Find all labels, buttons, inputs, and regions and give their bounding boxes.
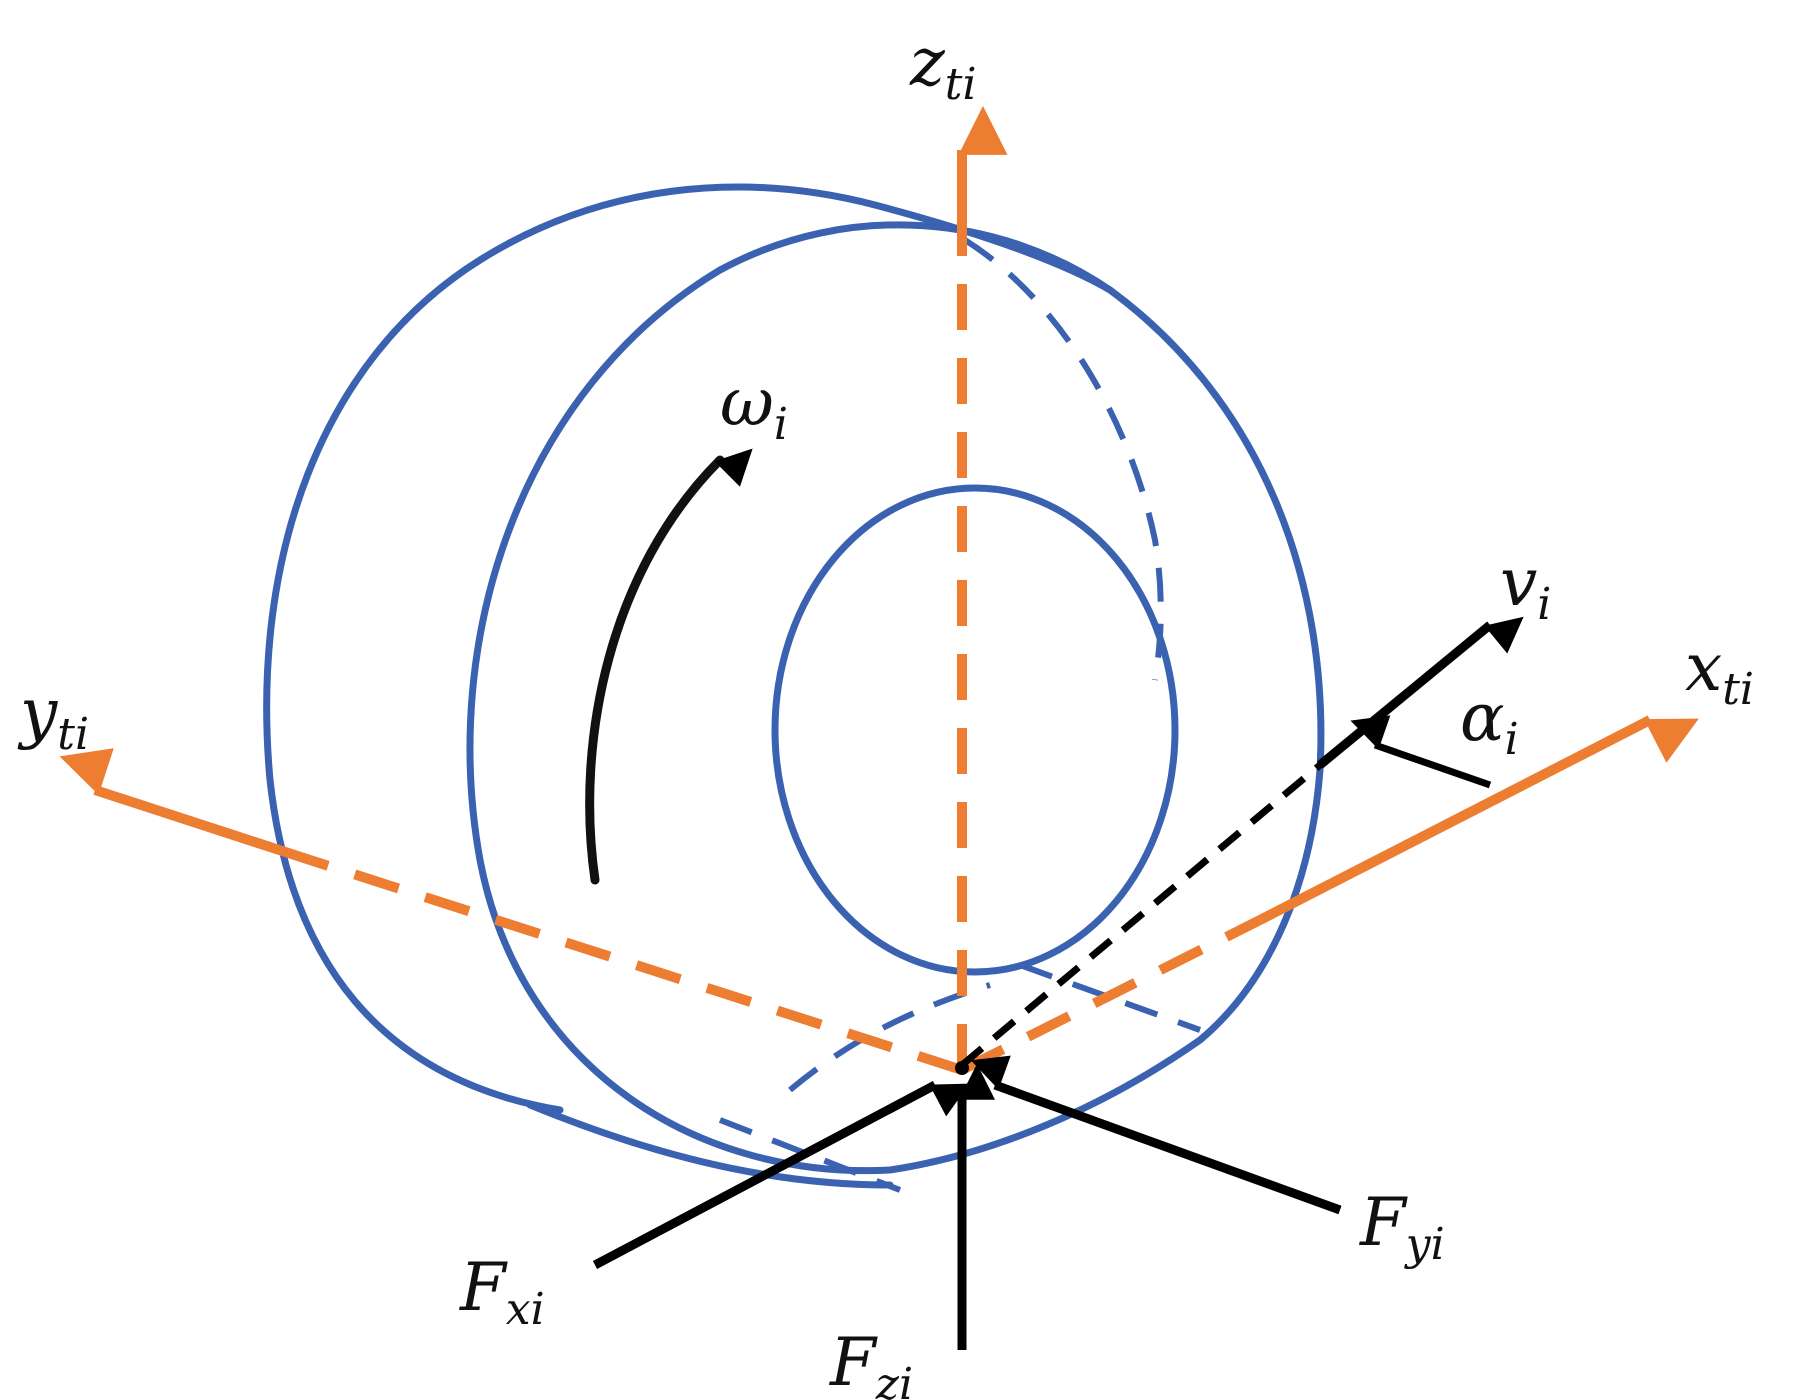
wheel-back-rim — [263, 183, 879, 1114]
z-axis-label: zti — [909, 24, 977, 110]
wheel-front-rim — [466, 221, 1325, 1175]
omega-label: ωi — [720, 364, 788, 450]
wheel-contact-patch-left — [718, 1117, 902, 1193]
y-axis — [59, 748, 312, 865]
x-axis-hidden — [959, 915, 1263, 1075]
x-axis — [1257, 715, 1699, 925]
y-axis-label: yti — [17, 674, 89, 760]
forces — [592, 1055, 1342, 1350]
slip-angle-arrow — [1350, 715, 1492, 789]
y-axis-hidden — [308, 855, 964, 1075]
wheel — [263, 183, 1325, 1193]
velocity-hidden — [959, 762, 1323, 1068]
rotation-arrow-icon — [585, 448, 753, 885]
velocity-arrow — [1317, 616, 1524, 769]
x-axis-label: xti — [1685, 629, 1754, 715]
velocity-label: vi — [1500, 544, 1551, 630]
axes — [59, 105, 1699, 1075]
force-x-arrow — [592, 1081, 970, 1269]
force-z-label: Fzi — [829, 1324, 913, 1400]
wheel-bottom-tread-edge — [526, 1101, 894, 1189]
wheel-contact-patch-right — [1018, 962, 1202, 1033]
velocity-vector — [959, 616, 1524, 1068]
slip-angle-label: αi — [1460, 679, 1519, 765]
force-y-arrow — [970, 1055, 1342, 1215]
wheel-hidden-arc-right — [963, 237, 1164, 681]
force-y-label: Fyi — [1359, 1184, 1445, 1270]
wheel-top-tread-edge — [871, 201, 1114, 294]
wheel-hub — [771, 484, 1179, 976]
contact-point — [955, 1061, 969, 1075]
force-x-label: Fxi — [459, 1249, 545, 1335]
